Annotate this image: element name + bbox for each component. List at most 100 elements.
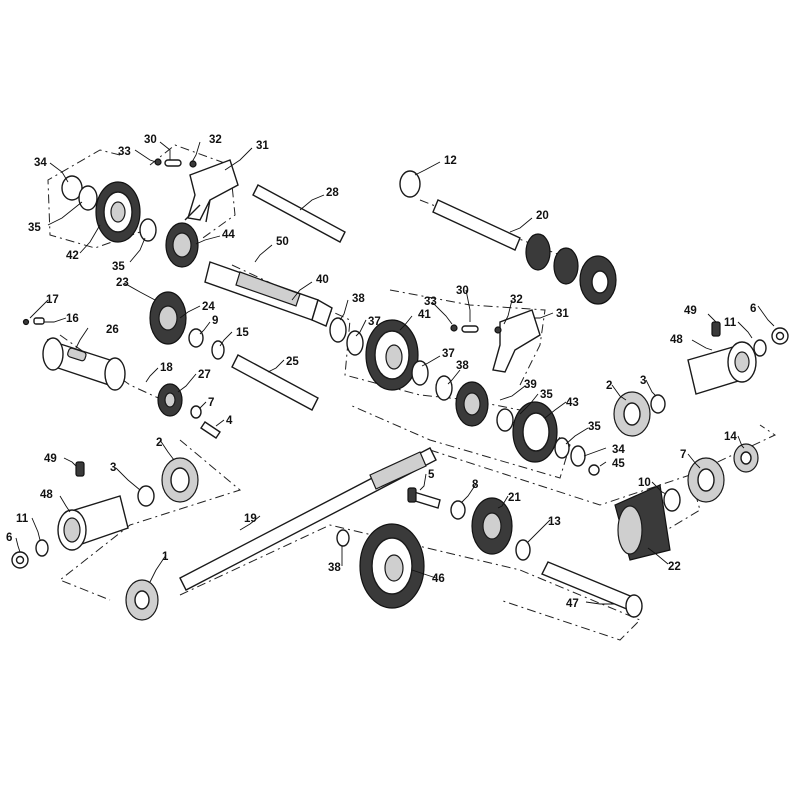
callout-44: 44: [222, 229, 235, 241]
callout-27: 27: [198, 369, 211, 381]
part-gear-46: [359, 523, 425, 609]
part-coupling-48b: [687, 341, 757, 395]
part-washer-9: [188, 328, 204, 348]
part-bevel-gear-22: [614, 484, 671, 561]
callout-31-lower: 31: [556, 308, 569, 320]
part-nut-6a: [11, 551, 29, 569]
part-washer-11b: [753, 339, 767, 357]
callout-21: 21: [508, 492, 521, 504]
part-washer-11a: [35, 539, 49, 557]
callout-35-right: 35: [540, 389, 553, 401]
part-ring-3a: [137, 485, 155, 507]
callout-23: 23: [116, 277, 129, 289]
callout-2-right: 2: [606, 380, 612, 392]
callout-10: 10: [638, 477, 651, 489]
part-washer-10: [663, 488, 681, 512]
part-shaft-25: [231, 354, 319, 411]
part-input-shaft-20: [432, 199, 617, 305]
callout-labels: 30 32 3 3 31 34 35 42 35 44 2 8 50 40 12 2…: [6, 134, 756, 610]
callout-7-right: 7: [680, 449, 686, 461]
part-detent-pins-30-33b: [450, 324, 502, 334]
callout-5: 5: [428, 469, 435, 481]
callout-3-left: 3: [110, 462, 116, 474]
callout-46: 46: [432, 573, 445, 585]
callout-41: 41: [418, 309, 431, 321]
part-snap-ring-34b: [570, 445, 586, 467]
callout-8: 8: [472, 479, 479, 491]
part-hub-44: [165, 222, 199, 268]
callout-35-far-right: 35: [588, 421, 601, 433]
part-splined-shaft-40: [204, 261, 333, 327]
callout-35-mid: 35: [112, 261, 125, 273]
part-washer-35d: [554, 437, 570, 459]
callout-39: 39: [524, 379, 537, 391]
callout-1: 1: [162, 551, 169, 563]
part-gear-23-24: [149, 291, 187, 345]
callout-12: 12: [444, 155, 457, 167]
callout-48-right: 48: [670, 334, 683, 346]
callout-22: 22: [668, 561, 681, 573]
callout-49-left: 49: [44, 453, 57, 465]
callout-50: 50: [276, 236, 289, 248]
part-shift-fork-31a: [184, 159, 239, 223]
callout-9: 9: [212, 315, 218, 327]
part-bolt-5: [407, 487, 441, 509]
part-ring-38b: [435, 375, 453, 401]
callout-42: 42: [66, 250, 79, 262]
callout-17: 17: [46, 294, 59, 306]
callout-43: 43: [566, 397, 579, 409]
callout-30-lower: 30: [456, 285, 469, 297]
callout-40: 40: [316, 274, 329, 286]
part-washer-7a: [190, 405, 202, 419]
callout-49-right: 49: [684, 305, 697, 317]
part-coupling-48a: [57, 495, 129, 551]
part-bearing-2b: [613, 391, 651, 437]
part-bearing-1: [125, 579, 159, 621]
callout-3-right: 3: [640, 375, 646, 387]
part-washer-35b: [139, 218, 157, 242]
part-washer-35c: [496, 408, 514, 432]
callout-19: 19: [244, 513, 257, 525]
callout-37-lower: 37: [442, 348, 455, 360]
part-ring-15: [211, 340, 225, 360]
part-bearing-7b: [687, 457, 725, 503]
callout-16: 16: [66, 313, 79, 325]
part-ball-45: [588, 464, 600, 476]
part-gear-42: [95, 181, 141, 243]
callout-6-left: 6: [6, 532, 12, 544]
callout-34-upper: 34: [34, 157, 47, 169]
part-sprocket-27: [157, 383, 183, 417]
part-ring-13: [515, 539, 531, 561]
part-shaft-28: [252, 184, 346, 243]
part-gear-43: [512, 401, 558, 463]
callout-18: 18: [160, 362, 173, 374]
callout-24: 24: [202, 301, 215, 313]
callout-32-lower: 32: [510, 294, 523, 306]
callout-38-bottom: 38: [328, 562, 341, 574]
part-ring-3b: [650, 394, 666, 414]
part-shift-drum-26: [42, 337, 126, 391]
part-ring-37a: [346, 330, 364, 356]
callout-6-right: 6: [750, 303, 756, 315]
callout-31-upper: 31: [256, 140, 269, 152]
callout-37-upper: 37: [368, 316, 381, 328]
leader-lines: [15, 141, 775, 605]
part-ring-37b: [411, 360, 429, 386]
part-washer-12: [399, 170, 421, 198]
callout-11-right: 11: [724, 317, 737, 329]
callout-15: 15: [236, 327, 249, 339]
part-bolt-49b: [711, 321, 721, 337]
callout-4: 4: [226, 415, 233, 427]
callout-34-lower: 34: [612, 444, 625, 456]
part-washer-8: [450, 500, 466, 520]
part-ring-38c: [336, 529, 350, 547]
part-sleeve-39: [455, 381, 489, 427]
part-pin-17: [22, 317, 45, 326]
callout-38-lower: 38: [456, 360, 469, 372]
callout-26: 26: [106, 324, 119, 336]
part-nut-6b: [771, 327, 789, 345]
part-detent-pins-30-33a: [154, 158, 197, 168]
callout-30-upper: 30: [144, 134, 157, 146]
callout-7-left: 7: [208, 397, 214, 409]
callout-48-left: 48: [40, 489, 53, 501]
